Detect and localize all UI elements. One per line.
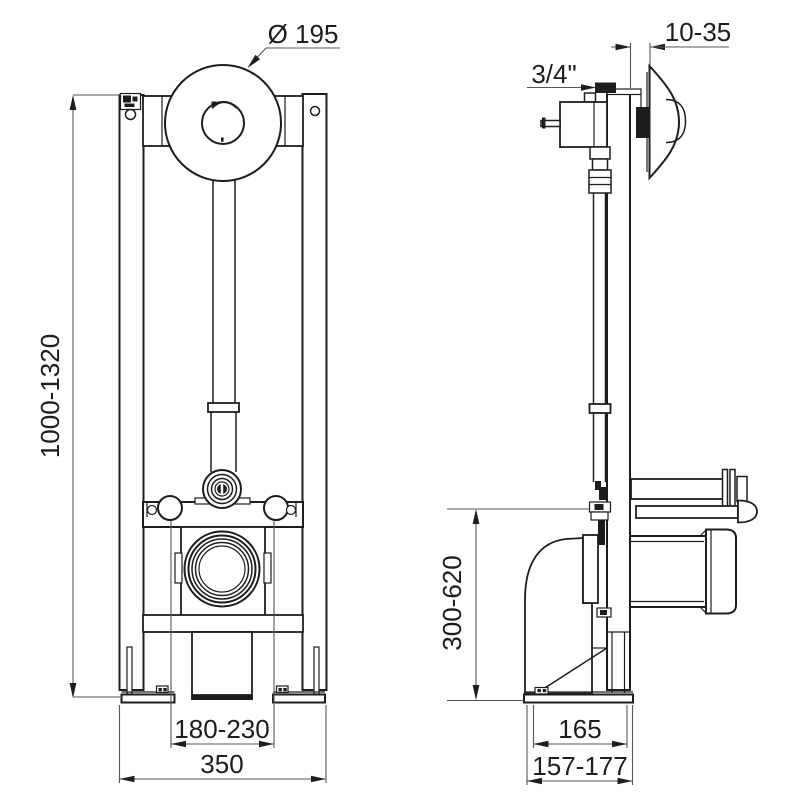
wall-offset-label: 10-35 xyxy=(665,17,732,47)
front-feet xyxy=(120,646,326,704)
plate-bezel xyxy=(636,107,649,138)
rod-spacing-label: 180-230 xyxy=(174,714,269,744)
wall-bracket xyxy=(119,92,142,121)
valve-body xyxy=(559,101,608,148)
elbow-flange xyxy=(582,534,599,604)
flush-plate-front xyxy=(164,64,282,182)
diagonal-brace xyxy=(536,647,608,694)
side-base xyxy=(523,631,634,704)
mounting-rods xyxy=(630,468,758,524)
foot-plate-left xyxy=(120,693,176,704)
waste-outlet-front xyxy=(174,526,272,619)
water-fitting xyxy=(194,469,251,509)
base-depth-label: 165 xyxy=(558,714,601,744)
dim-frame-width: 350 xyxy=(118,705,327,783)
rod-lower xyxy=(635,505,739,519)
frame-height-label: 1000-1320 xyxy=(35,334,65,458)
dim-wall-offset: 10-35 xyxy=(611,17,731,88)
dim-plate-diameter: Ø 195 xyxy=(247,19,340,68)
flush-pipe-front xyxy=(207,170,240,472)
dim-base-depth: 165 xyxy=(532,705,628,748)
foot-plate-right xyxy=(272,693,326,704)
inlet-size-label: 3/4" xyxy=(531,59,576,89)
dim-outlet-height: 300-620 xyxy=(437,508,590,702)
bottom-crossmember xyxy=(142,614,304,633)
valve-assembly xyxy=(540,82,616,194)
flush-plate-side xyxy=(646,63,687,181)
front-view xyxy=(118,64,328,704)
rod-upper xyxy=(630,478,725,500)
dim-overall-depth: 157-177 xyxy=(526,705,634,785)
push-button xyxy=(665,98,687,144)
rail-hole xyxy=(309,105,321,117)
front-right-rail xyxy=(301,93,328,691)
outlet-duct xyxy=(191,631,253,700)
rod-crossbar xyxy=(142,495,304,528)
rod-dome-cap xyxy=(737,499,758,524)
waste-elbow xyxy=(524,534,612,695)
inlet-connection xyxy=(595,82,616,93)
dim-inlet-size: 3/4" xyxy=(527,59,596,91)
foot-plate-side xyxy=(523,693,634,704)
rod-hole-right xyxy=(263,495,289,521)
plate-diameter-label: Ø 195 xyxy=(268,19,339,49)
button-arc xyxy=(211,101,238,109)
front-left-rail xyxy=(118,94,145,691)
side-view xyxy=(523,63,758,704)
dim-frame-height: 1000-1320 xyxy=(35,94,123,698)
outlet-bell xyxy=(705,528,737,615)
dim-rod-spacing: 180-230 xyxy=(170,521,275,748)
outlet-height-label: 300-620 xyxy=(437,555,467,650)
dimensions: Ø 195 1000-1320 180-230 350 xyxy=(35,17,731,785)
union-nut xyxy=(588,169,612,194)
overall-depth-label: 157-177 xyxy=(532,751,627,781)
frame-width-label: 350 xyxy=(200,749,243,779)
rod-hole-left xyxy=(157,495,183,521)
flush-pipe-side xyxy=(588,193,612,545)
waste-outlet-side xyxy=(629,528,737,615)
